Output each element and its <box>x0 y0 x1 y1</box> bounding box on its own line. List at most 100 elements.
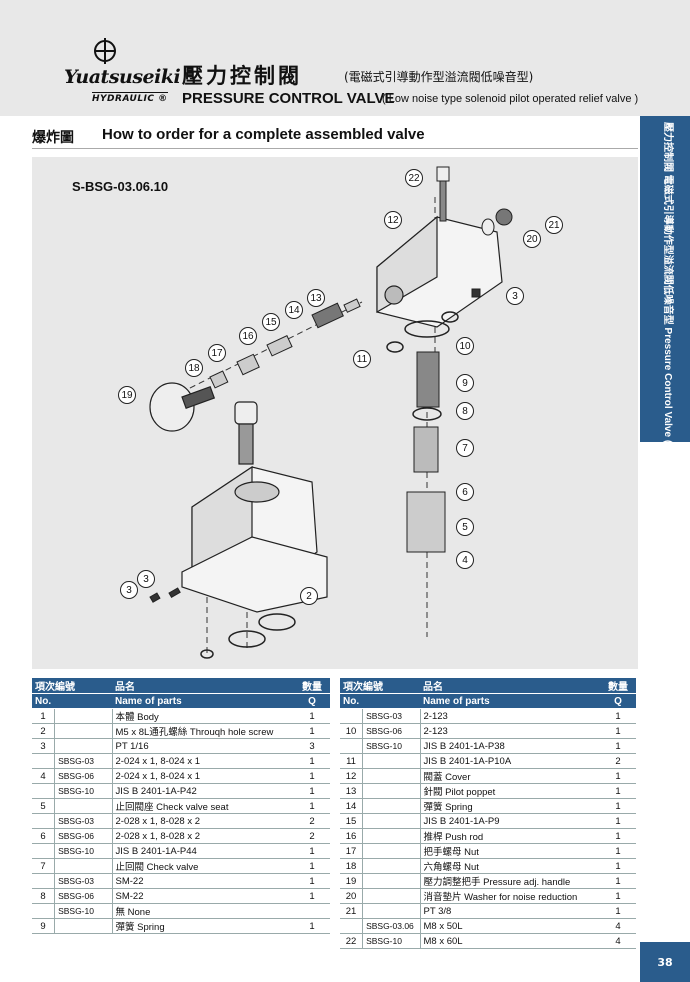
variant: SBSG-06 <box>54 888 113 904</box>
callout-16: 16 <box>239 327 257 345</box>
item-no: 10 <box>340 723 363 739</box>
item-no: 19 <box>340 873 363 889</box>
quantity: 4 <box>600 933 636 949</box>
part-name: 彈簧 Spring <box>112 918 294 934</box>
item-no: 9 <box>32 918 55 934</box>
callout-20: 20 <box>523 230 541 248</box>
variant <box>54 798 113 814</box>
part-name: 止回閥座 Check valve seat <box>112 798 294 814</box>
quantity: 3 <box>294 738 330 754</box>
logo-mark-icon <box>94 38 116 64</box>
callout-21: 21 <box>545 216 563 234</box>
part-name: 消音墊片 Washer for noise reduction <box>420 888 600 904</box>
part-name: 2-028 x 1, 8-028 x 2 <box>112 828 294 844</box>
variant <box>54 858 113 874</box>
handle-part <box>149 382 216 432</box>
part-name: 壓力調整把手 Pressure adj. handle <box>420 873 600 889</box>
model-code: S-BSG-03.06.10 <box>72 179 169 194</box>
quantity: 1 <box>600 708 636 724</box>
variant: SBSG-06 <box>54 828 113 844</box>
part-name: 2-024 x 1, 8-024 x 1 <box>112 768 294 784</box>
item-no: 14 <box>340 798 363 814</box>
item-no <box>32 783 55 799</box>
cover-bolt <box>436 166 450 222</box>
part-name: 六角螺母 Nut <box>420 858 600 874</box>
variant: SBSG-03 <box>54 753 113 769</box>
variant <box>362 903 421 919</box>
exploded-drawing <box>149 166 513 659</box>
part-name: 把手螺母 Nut <box>420 843 600 859</box>
item-no: 21 <box>340 903 363 919</box>
quantity: 1 <box>294 783 330 799</box>
col-item-en: No. <box>340 693 420 709</box>
callout-8: 8 <box>456 402 474 420</box>
variant: SBSG-10 <box>54 843 113 859</box>
item-no <box>340 708 363 724</box>
variant <box>362 798 421 814</box>
quantity <box>294 903 330 919</box>
variant <box>362 873 421 889</box>
item-no: 11 <box>340 753 363 769</box>
col-qty-cn: 數量 <box>600 678 636 694</box>
quantity: 1 <box>600 798 636 814</box>
quantity: 1 <box>600 738 636 754</box>
brand-sub: HYDRAULIC ® <box>92 92 168 104</box>
quantity: 1 <box>294 768 330 784</box>
side-tab-text: 壓力控制閥 電磁式引導動作型溢流閥低噪音型 Pressure Control V… <box>662 122 673 686</box>
cover-part <box>376 215 503 328</box>
item-no: 12 <box>340 768 363 784</box>
exploded-view: S-BSG-03.06.10 <box>32 157 638 669</box>
item-no: 13 <box>340 783 363 799</box>
quantity: 1 <box>294 858 330 874</box>
quantity: 1 <box>600 858 636 874</box>
variant: SBSG-10 <box>54 783 113 799</box>
callout-17: 17 <box>208 344 226 362</box>
part-name: M8 x 50L <box>420 918 600 934</box>
callout-1: 2 <box>300 587 318 605</box>
col-qty-cn: 數量 <box>294 678 330 694</box>
part-name: JIS B 2401-1A-P44 <box>112 843 294 859</box>
quantity: 1 <box>600 813 636 829</box>
callout-19: 19 <box>118 386 136 404</box>
title-en: PRESSURE CONTROL VALVE <box>182 90 395 107</box>
variant: SBSG-03 <box>54 813 113 829</box>
part-name: M8 x 60L <box>420 933 600 949</box>
variant <box>362 828 421 844</box>
variant <box>362 783 421 799</box>
pilot-parts <box>149 208 513 603</box>
variant: SBSG-03.06 <box>362 918 421 934</box>
variant <box>54 708 113 724</box>
item-no <box>340 918 363 934</box>
callout-14: 14 <box>285 301 303 319</box>
variant <box>362 768 421 784</box>
variant <box>54 918 113 934</box>
callout-12: 12 <box>384 211 402 229</box>
quantity: 1 <box>600 828 636 844</box>
quantity: 1 <box>294 753 330 769</box>
part-name: 止回閥 Check valve <box>112 858 294 874</box>
quantity: 1 <box>294 873 330 889</box>
callout-15: 15 <box>262 313 280 331</box>
col-name-en: Name of parts <box>420 693 600 709</box>
col-qty-en: Q <box>600 693 636 709</box>
variant: SBSG-10 <box>362 738 421 754</box>
callout-18: 18 <box>185 359 203 377</box>
part-name: JIS B 2401-1A-P42 <box>112 783 294 799</box>
quantity: 1 <box>600 903 636 919</box>
item-no: 16 <box>340 828 363 844</box>
item-no: 22 <box>340 933 363 949</box>
quantity: 1 <box>294 888 330 904</box>
